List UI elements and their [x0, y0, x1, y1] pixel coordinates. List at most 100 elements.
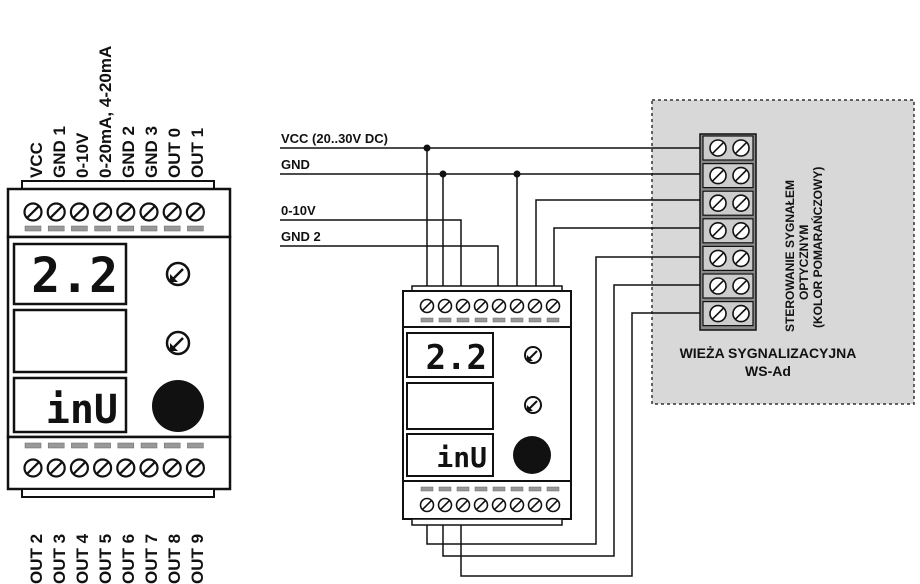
terminal-screw-icon [116, 202, 136, 222]
wire-out2 [426, 256, 700, 545]
terminal-screw-icon [732, 277, 750, 295]
right-display-top [406, 332, 494, 378]
terminal-label-out7: OUT 7 [142, 534, 161, 584]
wire-out0 [535, 199, 700, 290]
terminal-screw-icon [491, 298, 507, 314]
terminal-screw-icon [709, 304, 727, 323]
left-display-top [12, 242, 128, 306]
terminal-screw-icon [545, 298, 561, 314]
wire-label-gnd2: GND 2 [281, 229, 321, 244]
left-bottom-screws [23, 442, 205, 478]
terminal-slot [187, 225, 204, 232]
terminal-slot [438, 317, 452, 323]
terminal-screw-icon [437, 497, 453, 513]
terminal-label-vcc: VCC [27, 142, 46, 178]
terminal-screw-icon [732, 166, 750, 185]
terminal-screw-icon [69, 458, 90, 478]
terminal-slot [24, 442, 42, 449]
terminal-slot [117, 225, 135, 232]
terminal-screw-icon [455, 298, 471, 314]
right-module: 2.2 inU [402, 285, 572, 526]
terminal-slot [546, 486, 560, 492]
control-label-line3: (KOLOR POMARAŃCZOWY) [810, 167, 825, 328]
potentiometer-icon[interactable] [524, 396, 542, 414]
terminal-slot [510, 317, 524, 323]
left-module: VCC GND 1 0-10V 0-20mA, 4-20mA GND 2 GND… [6, 46, 232, 584]
terminal-label-out6: OUT 6 [119, 534, 138, 584]
terminal-screw-icon [732, 139, 750, 157]
terminal-screw-icon [509, 497, 525, 513]
potentiometer-icon[interactable] [165, 330, 191, 356]
terminal-screw-icon [455, 497, 471, 513]
tower-terminal-strip [699, 133, 757, 331]
terminal-screw-icon [491, 497, 507, 513]
right-display-bottom [406, 433, 494, 477]
terminal-screw-icon [139, 458, 159, 478]
terminal-screw-icon [545, 497, 561, 513]
left-top-terminal-labels: VCC GND 1 0-10V 0-20mA, 4-20mA GND 2 GND… [27, 46, 207, 178]
wire-out4 [460, 312, 700, 577]
terminal-label-out5: OUT 5 [96, 534, 115, 584]
terminal-label-gnd3: GND 3 [142, 126, 161, 178]
terminal-screw-icon [92, 458, 113, 478]
terminal-screw-icon [92, 202, 113, 222]
terminal-screw-icon [437, 298, 453, 314]
potentiometer-icon[interactable] [165, 261, 191, 287]
din-tab-bottom-small [411, 518, 563, 526]
terminal-screw-icon [709, 277, 727, 295]
terminal-screw-icon [419, 497, 435, 513]
tower-terminal-row [702, 245, 754, 271]
terminal-screw-icon [162, 458, 182, 478]
terminal-screw-icon [162, 202, 182, 222]
terminal-label-out3: OUT 3 [50, 534, 69, 584]
terminal-screw-icon [709, 194, 727, 212]
terminal-screw-icon [69, 202, 90, 222]
terminal-screw-icon [46, 458, 66, 478]
left-display-top-value: 2.2 [31, 248, 118, 304]
terminal-slot [71, 442, 88, 449]
wire-out3 [442, 284, 700, 557]
terminal-label-gnd1: GND 1 [50, 126, 69, 178]
terminal-slot [510, 486, 524, 492]
wire-label-vcc: VCC (20..30V DC) [281, 131, 388, 146]
terminal-slot [438, 486, 452, 492]
tower-title-line1: WIEŻA SYGNALIZACYJNA [680, 345, 857, 361]
terminal-label-out4: OUT 4 [73, 533, 92, 584]
terminal-slot [474, 486, 488, 492]
junction-dot [513, 170, 521, 178]
terminal-screw-icon [185, 458, 205, 478]
terminal-screw-icon [473, 497, 489, 513]
terminal-label-out9: OUT 9 [188, 534, 207, 584]
terminal-screw-icon [139, 202, 159, 222]
terminal-slot [528, 317, 542, 323]
terminal-screw-icon [23, 202, 43, 222]
push-button[interactable] [513, 436, 551, 474]
terminal-slot [163, 442, 181, 449]
wire-out1 [553, 227, 700, 290]
wire-junctions [423, 144, 521, 178]
junction-dot [439, 170, 447, 178]
terminal-slot [474, 317, 488, 323]
push-button[interactable] [152, 380, 204, 432]
right-display-bottom-value: inU [436, 441, 487, 474]
tower-dashed-box [651, 99, 915, 405]
terminal-slot [420, 486, 434, 492]
terminal-label-current: 0-20mA, 4-20mA [96, 46, 115, 178]
right-display-top-value: 2.2 [426, 338, 487, 378]
terminal-screw-icon [46, 202, 66, 222]
terminal-label-out2: OUT 2 [27, 534, 46, 584]
terminal-label-out1: OUT 1 [188, 128, 207, 178]
terminal-label-0-10v: 0-10V [73, 132, 92, 178]
terminal-slot [528, 486, 542, 492]
terminal-slot [546, 317, 560, 323]
terminal-screw-icon [509, 298, 525, 314]
left-bottom-terminal-labels: OUT 2 OUT 3 OUT 4 OUT 5 OUT 6 OUT 7 OUT … [27, 533, 207, 584]
terminal-slot [94, 442, 111, 449]
terminal-slot [47, 442, 65, 449]
terminal-slot [456, 486, 470, 492]
junction-dot [423, 144, 431, 152]
left-display-bottom-value: inU [46, 387, 118, 433]
potentiometer-icon[interactable] [524, 346, 542, 364]
left-top-screws [23, 202, 205, 232]
